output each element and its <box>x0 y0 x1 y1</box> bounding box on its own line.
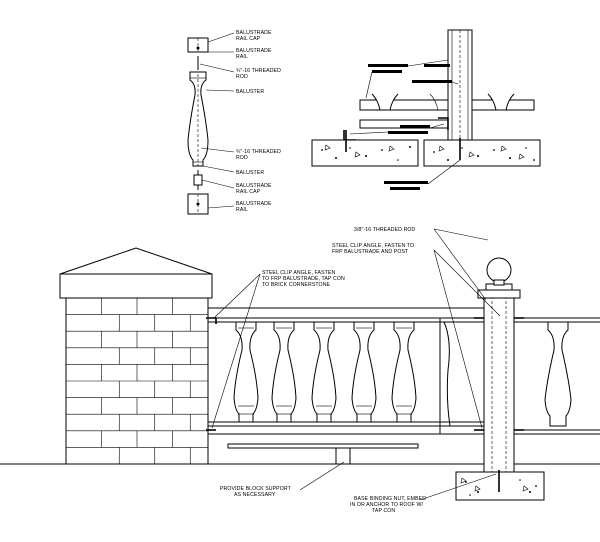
baluster-row <box>233 321 417 423</box>
baluster <box>233 321 259 423</box>
baluster <box>391 321 417 423</box>
label-baluster-top: BALUSTER <box>236 89 264 95</box>
main-elevation: 3/8"-16 THREADED ROD STEEL CLIP ANGLE, F… <box>0 227 600 514</box>
baluster <box>271 321 297 423</box>
post-section-detail <box>311 29 541 190</box>
callout-threaded-rod: 3/8"-16 THREADED ROD <box>354 227 416 233</box>
brick-courses <box>66 298 208 464</box>
baluster <box>311 321 337 423</box>
label-baluster-bottom: BALUSTER <box>236 170 264 176</box>
baluster <box>351 321 377 423</box>
